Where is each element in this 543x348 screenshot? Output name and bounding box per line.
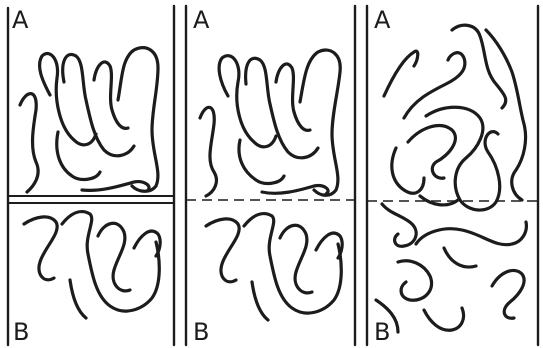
chain-b [492, 270, 524, 318]
chain-b [24, 217, 57, 280]
chain-b [252, 282, 268, 320]
chain-b [206, 219, 239, 282]
chain-a [40, 53, 96, 144]
chain-a [20, 94, 38, 192]
chain-a [300, 50, 340, 195]
chain-b [98, 223, 130, 291]
chain-b [70, 280, 86, 318]
panel-middle-label-b: B [193, 318, 209, 346]
chain-a [408, 126, 455, 179]
panel-left-label-b: B [13, 318, 29, 346]
chain-a [486, 30, 526, 200]
chain-b [416, 222, 526, 245]
chain-a [118, 48, 158, 192]
chain-a [452, 25, 506, 108]
panel-left-chains [20, 48, 160, 318]
panel-left-label-a: A [12, 6, 29, 34]
chain-b [398, 261, 432, 300]
chain-b [382, 204, 416, 246]
chain-b [62, 212, 159, 311]
panel-borders [8, 6, 538, 345]
panel-right-label-a: A [374, 6, 391, 34]
chain-a [392, 148, 424, 193]
chain-a [426, 107, 500, 210]
panel-right-label-b: B [374, 318, 390, 346]
chain-b [280, 225, 312, 293]
region-labels: A B A B A B [12, 6, 391, 346]
panel-middle-label-a: A [193, 6, 210, 34]
panel-right-chains [376, 25, 526, 332]
chain-a [384, 51, 418, 96]
chain-b [244, 214, 341, 313]
chain-a [200, 107, 216, 196]
panel-middle-chains [200, 50, 342, 320]
chain-b [444, 248, 476, 267]
chain-b [424, 308, 464, 330]
